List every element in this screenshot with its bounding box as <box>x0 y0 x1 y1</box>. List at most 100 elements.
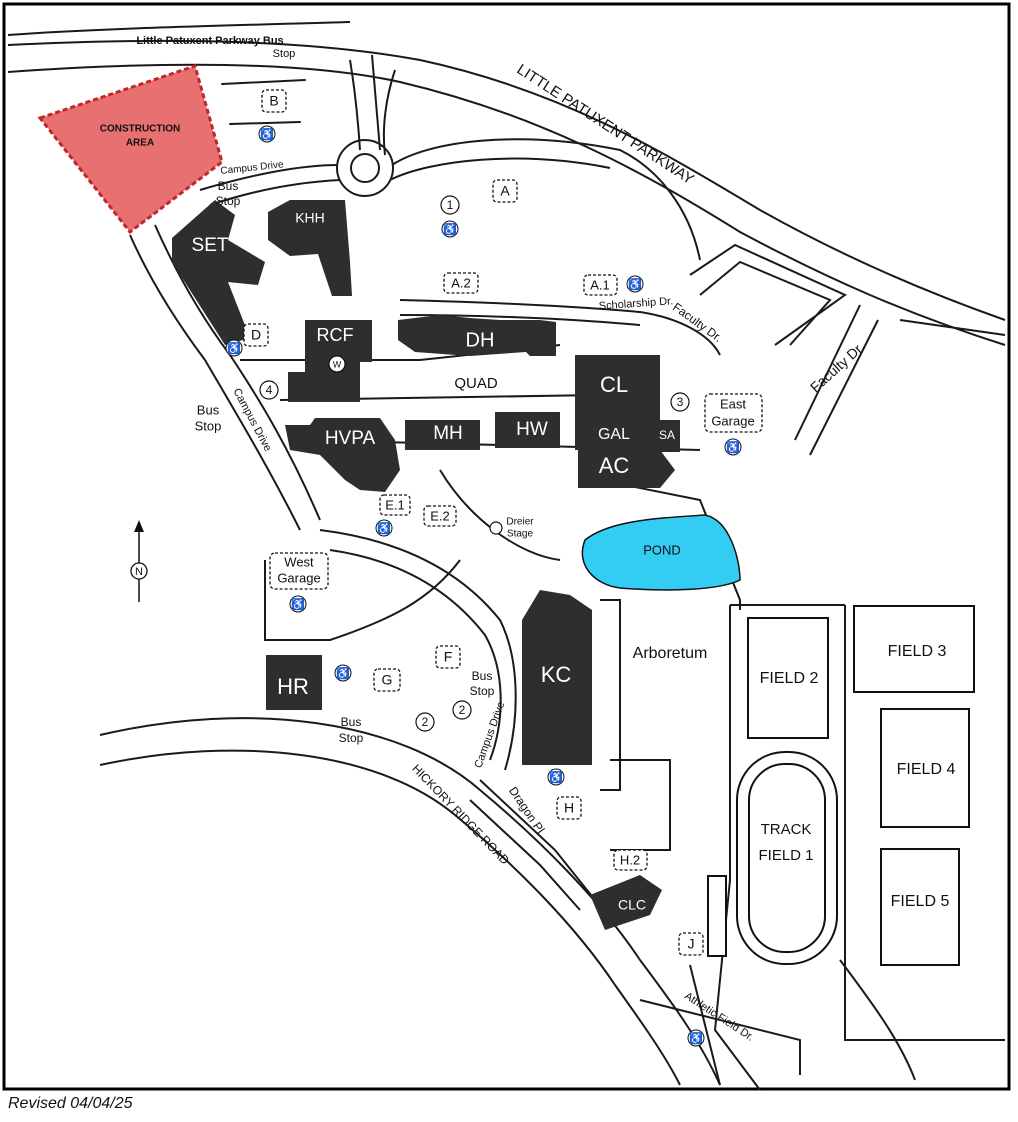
accessible-parking-icon <box>687 1029 705 1047</box>
bus-stop-bottom-label-2: Stop <box>339 731 364 745</box>
building-set[interactable] <box>172 200 265 345</box>
building-mh[interactable] <box>405 420 480 450</box>
field-3[interactable] <box>853 605 975 693</box>
east-garage[interactable] <box>704 393 763 433</box>
construction-area[interactable] <box>37 64 224 235</box>
lot-h-label: H <box>564 800 574 816</box>
parking-lots: A A.2 A.1 B D E.1 E.2 F G H H.2 J East G… <box>243 89 763 956</box>
building-gal[interactable] <box>575 420 655 450</box>
accessible-parking-icon <box>724 438 742 456</box>
accessible-parking-icon <box>258 125 276 143</box>
accessible-parking-icon <box>547 768 565 786</box>
numbered-markers: 1 2 2 3 4 <box>259 195 690 732</box>
west-garage[interactable] <box>269 552 329 590</box>
building-set-label: SET <box>192 235 229 256</box>
marker-3[interactable] <box>670 392 690 412</box>
lot-f-label: F <box>444 649 453 665</box>
building-khh[interactable] <box>268 200 352 296</box>
wheelchair-icon: ♿ <box>689 1032 703 1045</box>
wheelchair-icon: ♿ <box>227 342 241 355</box>
bus-stop-top-label-2: Stop <box>216 194 241 208</box>
building-ac-label: AC <box>599 453 630 478</box>
wheelchair-icon: ♿ <box>291 598 305 611</box>
lot-j[interactable] <box>678 932 704 956</box>
accessibility-icons: ♿♿♿♿♿♿♿♿♿♿ <box>225 125 742 1047</box>
lot-g-label: G <box>382 672 393 688</box>
wheelchair-icon: ♿ <box>377 522 391 535</box>
building-hvpa-label: HVPA <box>325 428 376 449</box>
marker-2a-label: 2 <box>422 715 429 729</box>
lot-e2[interactable] <box>423 505 457 527</box>
field-4-label: FIELD 4 <box>897 761 956 778</box>
building-dh[interactable] <box>398 315 556 356</box>
pond[interactable] <box>581 514 741 591</box>
quad-label: QUAD <box>454 375 498 392</box>
bus-stop-mid-label-2: Stop <box>470 684 495 698</box>
east-garage-label-1: East <box>720 396 746 411</box>
lot-e2-label: E.2 <box>430 508 450 523</box>
scholarship-dr-label: Scholarship Dr. <box>598 295 673 312</box>
lot-f[interactable] <box>435 645 461 669</box>
field-2-label: FIELD 2 <box>760 670 819 687</box>
accessible-parking-icon <box>289 595 307 613</box>
marker-1[interactable] <box>440 195 460 215</box>
wheelchair-icon: ♿ <box>336 667 350 680</box>
bus-stop-left-label-2: Stop <box>195 418 222 433</box>
marker-2a[interactable] <box>415 712 435 732</box>
dreier-stage-marker <box>489 521 503 535</box>
building-cl[interactable] <box>575 355 660 420</box>
lpp-bus-stop-label: Little Patuxent Parkway Bus <box>136 35 283 47</box>
marker-2b[interactable] <box>452 700 472 720</box>
east-garage-label-2: Garage <box>711 413 754 428</box>
dreier-label-1: Dreier <box>506 517 534 528</box>
wheelchair-icon: ♿ <box>549 771 563 784</box>
accessible-parking-icon <box>375 519 393 537</box>
building-hr[interactable] <box>266 655 322 710</box>
field-1-label: FIELD 1 <box>758 847 813 864</box>
w-marker-label: W <box>333 359 342 369</box>
compass: N <box>130 520 148 602</box>
lot-d-label: D <box>251 327 261 343</box>
field-2[interactable] <box>747 617 829 739</box>
field-5-label: FIELD 5 <box>891 893 950 910</box>
lot-a2-label: A.2 <box>451 275 471 290</box>
lot-h[interactable] <box>556 796 582 820</box>
athletic-fields: FIELD 2 FIELD 3 FIELD 4 FIELD 5 TRACK FI… <box>707 605 975 966</box>
lpp-bus-stop-label-2: Stop <box>273 48 296 60</box>
dreier-label-2: Stage <box>507 529 534 540</box>
track-field-1[interactable] <box>748 763 826 953</box>
lot-a[interactable] <box>492 179 518 203</box>
lot-d[interactable] <box>243 323 269 347</box>
building-sa[interactable] <box>655 420 680 452</box>
building-clc[interactable] <box>590 875 662 930</box>
building-ac[interactable] <box>578 450 675 488</box>
west-garage-label-1: West <box>284 554 314 569</box>
marker-4-label: 4 <box>266 383 273 397</box>
wheelchair-icon: ♿ <box>628 278 642 291</box>
field-5[interactable] <box>880 848 960 966</box>
building-hvpa[interactable] <box>285 418 400 492</box>
lot-a1-label: A.1 <box>590 277 610 292</box>
lot-e1[interactable] <box>379 494 411 516</box>
marker-4[interactable] <box>259 380 279 400</box>
building-hw[interactable] <box>495 412 560 448</box>
building-sa-label: SA <box>659 428 675 442</box>
lot-h2[interactable] <box>613 849 648 871</box>
lot-g[interactable] <box>373 668 401 692</box>
marker-3-label: 3 <box>677 395 684 409</box>
wheelchair-icon: ♿ <box>443 223 457 236</box>
track-label: TRACK <box>761 821 812 838</box>
building-hr-label: HR <box>277 674 309 699</box>
marker-1-label: 1 <box>447 198 454 212</box>
building-mh-label: MH <box>433 423 463 444</box>
lot-e1-label: E.1 <box>385 497 405 512</box>
field-4[interactable] <box>880 708 970 828</box>
lot-a1[interactable] <box>583 274 618 296</box>
lot-a2[interactable] <box>443 272 479 294</box>
wheelchair-icon: ♿ <box>260 128 274 141</box>
building-kc-label: KC <box>541 662 572 687</box>
lot-b[interactable] <box>261 89 287 113</box>
accessible-parking-icon <box>225 339 243 357</box>
building-kc[interactable] <box>522 590 592 765</box>
